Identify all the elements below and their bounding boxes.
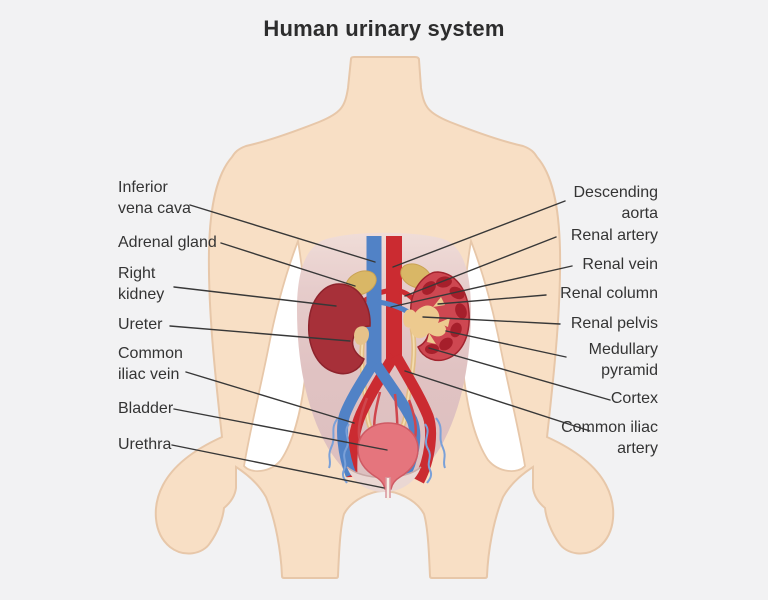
leader-medullary-pyramid [445, 330, 567, 358]
leader-urethra [171, 444, 385, 489]
leader-adrenal-gland [220, 242, 356, 287]
leader-lines [169, 200, 611, 489]
right-kidney-hilum [354, 326, 369, 345]
leader-bladder [173, 408, 388, 451]
leader-cortex [428, 347, 611, 401]
page-title: Human urinary system [263, 16, 505, 41]
label-ureter: Ureter [118, 316, 163, 333]
label-cortex: Cortex [610, 390, 658, 407]
label-renal-pelvis: Renal pelvis [570, 315, 658, 332]
label-renal-artery: Renal artery [570, 227, 658, 244]
leader-descending-aorta [392, 200, 566, 268]
leader-inferior-vena-cava [189, 204, 376, 263]
label-renal-column: Renal column [560, 285, 658, 302]
leader-renal-pelvis [422, 316, 561, 325]
leader-common-iliac-vein [185, 371, 355, 424]
label-bladder: Bladder [118, 400, 174, 417]
leader-right-kidney [173, 286, 337, 307]
leader-renal-artery [404, 236, 557, 297]
common-iliac-artery-right-vessel [391, 353, 437, 484]
label-adrenal-gland: Adrenal gland [118, 234, 217, 251]
left-kidney-cross-section [403, 271, 470, 362]
label-descending-aorta: Descending aorta [573, 184, 659, 222]
leader-renal-vein [390, 265, 573, 308]
renal-pelvis-shape [403, 297, 450, 344]
label-renal-vein: Renal vein [582, 256, 658, 273]
label-medullary-pyramid: Medullary pyramid [588, 341, 658, 379]
label-right-kidney: Right kidney [118, 265, 165, 303]
leader-common-iliac-artery [404, 370, 591, 432]
common-iliac-vein-left-vessel [337, 359, 379, 478]
label-common-iliac-vein: Common iliac vein [118, 345, 183, 383]
label-inferior-vena-cava: Inferior vena cava [118, 179, 191, 217]
label-common-iliac-artery: Common iliac artery [561, 419, 658, 457]
right-kidney-shape [307, 283, 371, 375]
leader-renal-column [437, 294, 547, 305]
medullary-pyramids [422, 276, 467, 355]
pelvic-veins [328, 417, 446, 484]
label-urethra: Urethra [118, 436, 172, 453]
leader-ureter [169, 325, 351, 342]
